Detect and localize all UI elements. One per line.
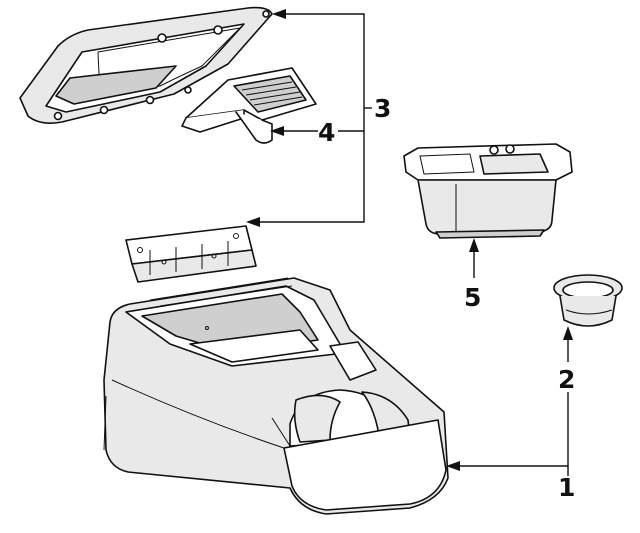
callout-number: 1 [558,473,575,502]
console-lid [19,6,273,124]
callout-number: 5 [464,283,481,312]
console-tray [403,143,573,239]
callout-number: 3 [374,94,391,123]
callout-number: 2 [558,365,575,394]
callout-number: 4 [318,118,335,147]
callout-4: 4 [270,118,364,147]
callout-2: 2 [558,326,575,466]
console-hinge [125,225,257,283]
cup-holder [553,274,623,327]
console-latch [181,67,317,144]
callout-5: 5 [464,238,481,312]
callout-1: 1 [446,461,575,502]
console-body [103,277,449,515]
callout-3: 3 [246,9,391,227]
